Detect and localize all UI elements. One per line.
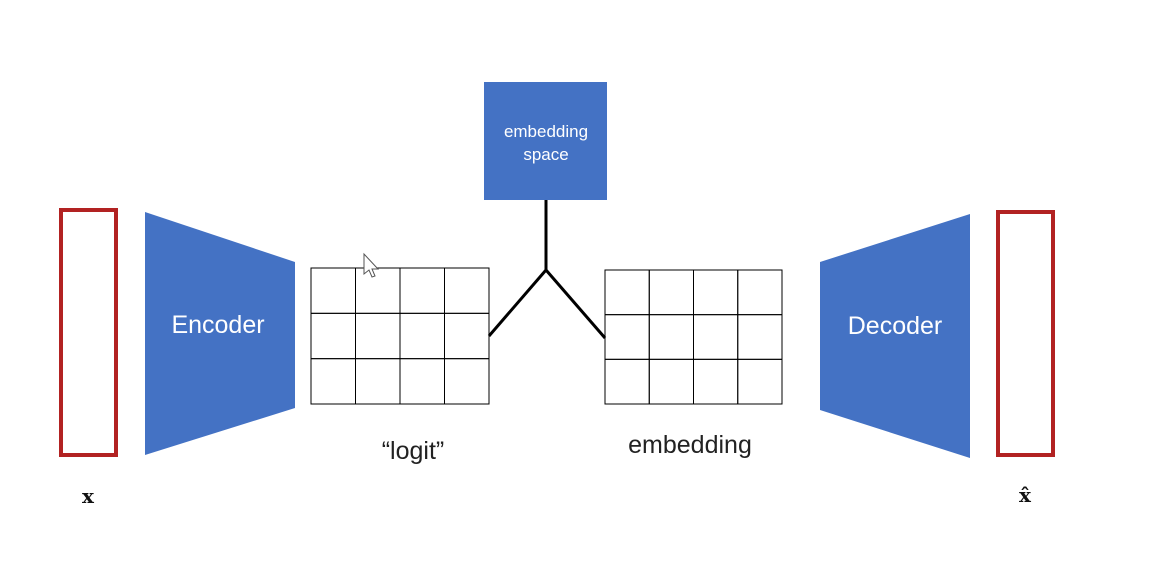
embedding-label: embedding xyxy=(628,431,752,459)
embedding-space-label-line2: space xyxy=(523,145,568,164)
embedding-grid-cell-r2-c2 xyxy=(693,358,739,405)
logit-grid-cell-r1-c0 xyxy=(310,312,356,360)
embedding-grid-cell-r0-c1 xyxy=(648,269,694,316)
embedding-grid-cell-r0-c0 xyxy=(604,269,650,316)
input-label: x xyxy=(82,484,95,508)
embedding-grid-cell-r2-c0 xyxy=(604,358,650,405)
embedding-grid-cell-r1-c2 xyxy=(693,314,739,360)
embedding-grid-cell-r2-c1 xyxy=(648,358,694,405)
decoder-block xyxy=(820,214,970,458)
embedding-grid-cell-r2-c3 xyxy=(737,358,783,405)
logit-grid-cell-r0-c1 xyxy=(355,267,401,314)
logit-grid-cell-r2-c2 xyxy=(399,358,445,405)
encoder-block xyxy=(145,212,295,455)
logit-grid-cell-r1-c1 xyxy=(355,312,401,360)
output-label: x̂ xyxy=(1019,483,1032,507)
logit-grid-cell-r1-c3 xyxy=(444,312,490,360)
logit-grid-cell-r0-c3 xyxy=(444,267,490,314)
logit-grid-cell-r2-c3 xyxy=(444,358,490,405)
logit-grid-cell-r0-c0 xyxy=(310,267,356,314)
logit-grid xyxy=(310,267,490,405)
embedding-grid-cell-r1-c0 xyxy=(604,314,650,360)
embedding-grid-cell-r1-c3 xyxy=(737,314,783,360)
embedding-space-box xyxy=(484,82,607,200)
logit-grid-cell-r0-c2 xyxy=(399,267,445,314)
embedding-grid xyxy=(604,269,783,405)
logit-grid-cell-r2-c0 xyxy=(310,358,356,405)
embedding-grid-cell-r0-c3 xyxy=(737,269,783,316)
connector-left-branch xyxy=(487,269,548,337)
embedding-grid-cell-r0-c2 xyxy=(693,269,739,316)
encoder-label: Encoder xyxy=(171,311,264,339)
output-vector-box xyxy=(996,210,1055,457)
logit-grid-cell-r1-c2 xyxy=(399,312,445,360)
cursor-icon xyxy=(363,252,380,278)
logit-label: “logit” xyxy=(382,437,445,465)
input-vector-box xyxy=(59,208,118,457)
connector-right-branch xyxy=(544,269,607,339)
embedding-grid-cell-r1-c1 xyxy=(648,314,694,360)
embedding-space-label-line1: embedding xyxy=(504,122,588,141)
decoder-label: Decoder xyxy=(848,312,943,340)
logit-grid-cell-r2-c1 xyxy=(355,358,401,405)
